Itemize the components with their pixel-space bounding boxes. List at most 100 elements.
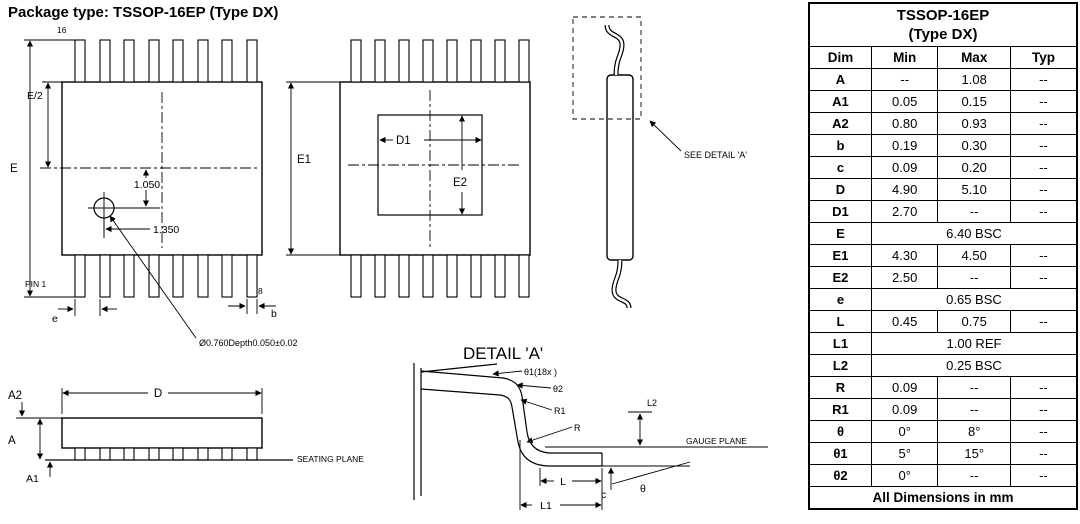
dim-l2: L2 — [628, 398, 657, 446]
table-row: E1 4.30 4.50 -- — [808, 244, 1078, 267]
dim-r: R — [526, 423, 581, 444]
see-detail-callout: SEE DETAIL 'A' — [649, 120, 747, 160]
min-cell: 0.05 — [870, 90, 939, 113]
dim-e2-label: E2 — [453, 177, 467, 189]
span-cell: 1.00 REF — [870, 332, 1078, 355]
exposed-pad-view: D1 E2 E1 — [286, 39, 531, 298]
header-min: Min — [870, 46, 939, 69]
dim-theta2-label: θ2 — [553, 384, 563, 394]
max-cell: 0.15 — [937, 90, 1011, 113]
table-row: E 6.40 BSC — [808, 222, 1078, 245]
max-cell: 8° — [937, 420, 1011, 443]
side-view: D SEATING PLANE A2 A A1 — [8, 388, 364, 485]
lead-cross-section — [420, 370, 603, 467]
dim-pitch-label: e — [52, 313, 58, 325]
min-cell: 0.09 — [870, 398, 939, 421]
typ-cell: -- — [1009, 420, 1078, 443]
dim-theta1-label: θ1(18x ) — [524, 367, 557, 377]
table-row: R1 0.09 -- -- — [808, 398, 1078, 421]
footer-cell: All Dimensions in mm — [808, 486, 1078, 509]
side-leads — [74, 447, 258, 461]
max-cell: -- — [937, 266, 1011, 289]
dim-cell: R — [808, 376, 872, 399]
dim-d1-label: D1 — [396, 135, 411, 147]
dim-cell: L — [808, 310, 872, 333]
min-cell: 0° — [870, 464, 939, 487]
dim-cell: A1 — [808, 90, 872, 113]
table-row: A1 0.05 0.15 -- — [808, 90, 1078, 113]
dim-b-label: b — [271, 308, 277, 320]
dim-1050: 1.050 — [134, 169, 160, 207]
dim-cell: R1 — [808, 398, 872, 421]
package-drawings: E/2 E 1.050 1.350 — [8, 16, 768, 512]
gauge-plane-label: GAUGE PLANE — [686, 436, 747, 446]
min-cell: 0.45 — [870, 310, 939, 333]
dim-1350-label: 1.350 — [153, 224, 179, 236]
page-title: Package type: TSSOP-16EP (Type DX) — [8, 4, 279, 21]
table-row: L1 1.00 REF — [808, 332, 1078, 355]
span-cell: 0.25 BSC — [870, 354, 1078, 377]
min-cell: 2.50 — [870, 266, 939, 289]
dim-b: b — [228, 299, 277, 320]
pins-top-row — [74, 39, 258, 83]
side-profile-view: SEE DETAIL 'A' — [572, 16, 747, 309]
top-lead — [604, 24, 625, 76]
bottom-lead — [611, 259, 632, 309]
dim-1350: 1.350 — [103, 218, 179, 236]
dim-l1: L1 — [519, 440, 602, 512]
dim-pitch-e: e — [52, 299, 117, 325]
max-cell: 4.50 — [937, 244, 1011, 267]
table-title-row: TSSOP-16EP (Type DX) — [808, 2, 1078, 47]
typ-cell: -- — [1009, 178, 1078, 201]
typ-cell: -- — [1009, 310, 1078, 333]
table-row: D1 2.70 -- -- — [808, 200, 1078, 223]
typ-cell: -- — [1009, 266, 1078, 289]
dim-d-label: D — [154, 388, 162, 400]
table-title-line2: (Type DX) — [908, 26, 978, 43]
typ-cell: -- — [1009, 200, 1078, 223]
typ-cell: -- — [1009, 398, 1078, 421]
dim-cell: L1 — [808, 332, 872, 355]
max-cell: -- — [937, 200, 1011, 223]
dim-c: c — [601, 467, 615, 501]
table-footer-row: All Dimensions in mm — [808, 486, 1078, 509]
typ-cell: -- — [1009, 90, 1078, 113]
max-cell: 0.75 — [937, 310, 1011, 333]
min-cell: 2.70 — [870, 200, 939, 223]
dim-theta2: θ2 — [516, 382, 563, 394]
top-view: E/2 E 1.050 1.350 — [10, 25, 298, 348]
pin16-label: 16 — [57, 25, 67, 35]
table-row: A -- 1.08 -- — [808, 68, 1078, 91]
min-cell: 4.90 — [870, 178, 939, 201]
pins-bottom-row — [74, 254, 258, 298]
table-row: E2 2.50 -- -- — [808, 266, 1078, 289]
table-row: θ2 0° -- -- — [808, 464, 1078, 487]
profile-body — [606, 74, 634, 261]
dim-c-label: c — [601, 489, 606, 501]
header-max: Max — [937, 46, 1011, 69]
typ-cell: -- — [1009, 156, 1078, 179]
exposed-pad-outline — [377, 114, 483, 216]
max-cell: -- — [937, 376, 1011, 399]
table-row: L2 0.25 BSC — [808, 354, 1078, 377]
dim-l: L — [539, 468, 603, 510]
min-cell: 0.80 — [870, 112, 939, 135]
dim-a: A — [8, 418, 44, 460]
max-cell: 5.10 — [937, 178, 1011, 201]
dim-e-label: E — [10, 163, 18, 175]
dim-d: D — [61, 388, 263, 414]
dim-a2: A2 — [8, 390, 62, 419]
dimension-table: TSSOP-16EP (Type DX) Dim Min Max Typ A -… — [808, 2, 1078, 510]
max-cell: -- — [937, 464, 1011, 487]
package-body-outline — [339, 81, 531, 256]
dim-e2: E2 — [453, 115, 467, 215]
typ-cell: -- — [1009, 68, 1078, 91]
detail-a-view: DETAIL 'A' GAUGE PLANE θ1(18x ) θ2 R1 — [413, 344, 768, 512]
hole-note-label: Ø0.760Depth0.050±0.02 — [199, 338, 298, 348]
dim-e: E — [10, 39, 75, 298]
dim-cell: θ — [808, 420, 872, 443]
detail-boundary-box — [572, 16, 642, 120]
table-row: A2 0.80 0.93 -- — [808, 112, 1078, 135]
header-typ: Typ — [1009, 46, 1078, 69]
table-row: c 0.09 0.20 -- — [808, 156, 1078, 179]
